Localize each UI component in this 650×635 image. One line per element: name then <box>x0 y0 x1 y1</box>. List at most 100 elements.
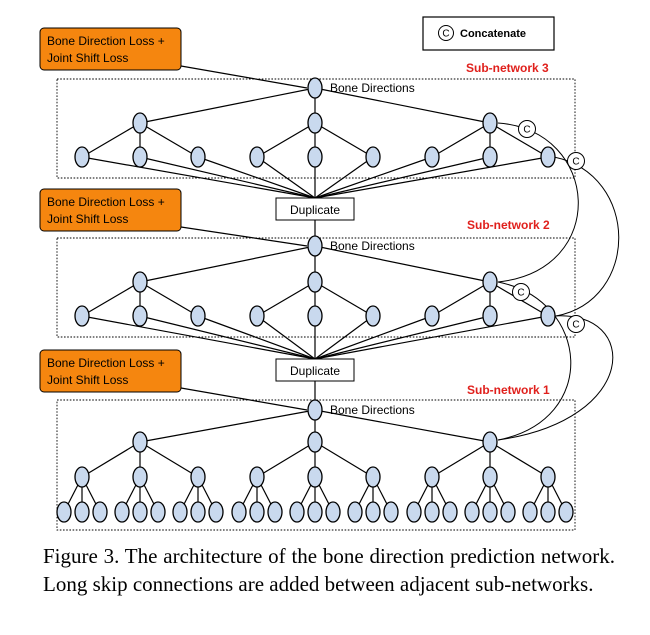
tree-edge <box>314 87 491 124</box>
bone-directions-label: Bone Directions <box>330 403 415 417</box>
leaf-node <box>540 305 556 327</box>
concatenate-symbol-label: C <box>572 157 579 168</box>
output-edge <box>314 315 549 360</box>
output-edge <box>81 156 316 199</box>
input-node <box>406 501 422 523</box>
tree-edge <box>81 441 141 478</box>
leaf-node <box>365 305 381 327</box>
input-node <box>231 501 247 523</box>
concatenate-symbol <box>567 315 585 333</box>
input-node <box>424 501 440 523</box>
tree-edge <box>314 409 491 443</box>
concatenate-symbol-label: C <box>572 320 579 331</box>
leaf-node <box>482 466 498 488</box>
input-node <box>500 501 516 523</box>
loss-label-line1: Bone Direction Loss + <box>47 195 165 209</box>
tree-edge <box>431 441 491 478</box>
output-edge <box>314 156 374 199</box>
output-edge <box>256 156 316 199</box>
mid-node <box>307 112 323 134</box>
leaf-node <box>540 146 556 168</box>
tree-edge <box>314 281 374 317</box>
loss-box <box>39 349 182 393</box>
loss-label-line2: Joint Shift Loss <box>47 373 128 387</box>
leaf-node <box>365 466 381 488</box>
tree-edge <box>81 281 141 317</box>
concatenate-symbol <box>512 283 530 301</box>
tree-edge <box>256 281 316 317</box>
input-node <box>132 501 148 523</box>
loss-label-line2: Joint Shift Loss <box>47 212 128 226</box>
leaf-node <box>132 466 148 488</box>
input-node <box>522 501 538 523</box>
bone-directions-label: Bone Directions <box>330 81 415 95</box>
input-node <box>383 501 399 523</box>
output-edge <box>139 315 316 360</box>
output-edge <box>314 156 433 199</box>
concatenate-symbol <box>567 152 585 170</box>
loss-edge <box>180 65 308 89</box>
leaf-node <box>74 305 90 327</box>
tree-edge <box>256 441 316 478</box>
leaf-node <box>190 466 206 488</box>
tree-edge <box>139 441 199 478</box>
output-edge <box>314 315 374 360</box>
subnetwork-label: Sub-network 1 <box>467 383 550 397</box>
skip-connection <box>497 281 572 441</box>
output-edge <box>314 156 549 199</box>
input-node <box>464 501 480 523</box>
leaf-node <box>482 146 498 168</box>
loss-label-line1: Bone Direction Loss + <box>47 356 165 370</box>
concatenate-symbol <box>518 120 536 138</box>
legend-concatenate-icon <box>438 25 454 41</box>
subnetwork-label: Sub-network 2 <box>467 218 550 232</box>
leaf-node <box>307 146 323 168</box>
legend-symbol: C <box>442 29 449 40</box>
leaf-node <box>190 146 206 168</box>
leaf-node <box>424 466 440 488</box>
subnetwork-3-region <box>56 78 576 179</box>
output-edge <box>197 315 316 360</box>
input-node <box>540 501 556 523</box>
input-node <box>307 501 323 523</box>
leaf-node <box>74 146 90 168</box>
duplicate-label: Duplicate <box>290 203 340 217</box>
bone-directions-node <box>307 235 323 257</box>
input-node <box>249 501 265 523</box>
subnetwork-2-region <box>56 237 576 338</box>
duplicate-label: Duplicate <box>290 364 340 378</box>
output-edge <box>197 156 316 199</box>
output-edge <box>314 315 433 360</box>
input-node <box>325 501 341 523</box>
mid-node <box>307 271 323 293</box>
skip-connection <box>497 122 579 283</box>
loss-edge <box>180 387 308 411</box>
subnetwork-label: Sub-network 3 <box>466 61 549 75</box>
figure-caption: Figure 3. The architecture of the bone d… <box>43 544 615 596</box>
output-edge <box>314 315 491 360</box>
output-edge <box>256 315 316 360</box>
input-node <box>267 501 283 523</box>
tree-edge <box>489 122 549 158</box>
subnetwork-1-region <box>56 399 576 531</box>
input-node <box>289 501 305 523</box>
input-node <box>347 501 363 523</box>
tree-edge <box>256 122 316 158</box>
edges-layer <box>63 65 620 513</box>
output-edge <box>139 156 316 199</box>
input-node <box>74 501 90 523</box>
tree-edge <box>139 122 199 158</box>
leaf-node <box>74 466 90 488</box>
concatenate-symbol-label: C <box>523 125 530 136</box>
input-node <box>172 501 188 523</box>
tree-edge <box>139 409 316 443</box>
legend-label: Concatenate <box>460 28 526 40</box>
input-node <box>56 501 72 523</box>
mid-node <box>132 112 148 134</box>
tree-edge <box>81 122 141 158</box>
input-node <box>558 501 574 523</box>
tree-edge <box>139 245 316 283</box>
input-node <box>208 501 224 523</box>
